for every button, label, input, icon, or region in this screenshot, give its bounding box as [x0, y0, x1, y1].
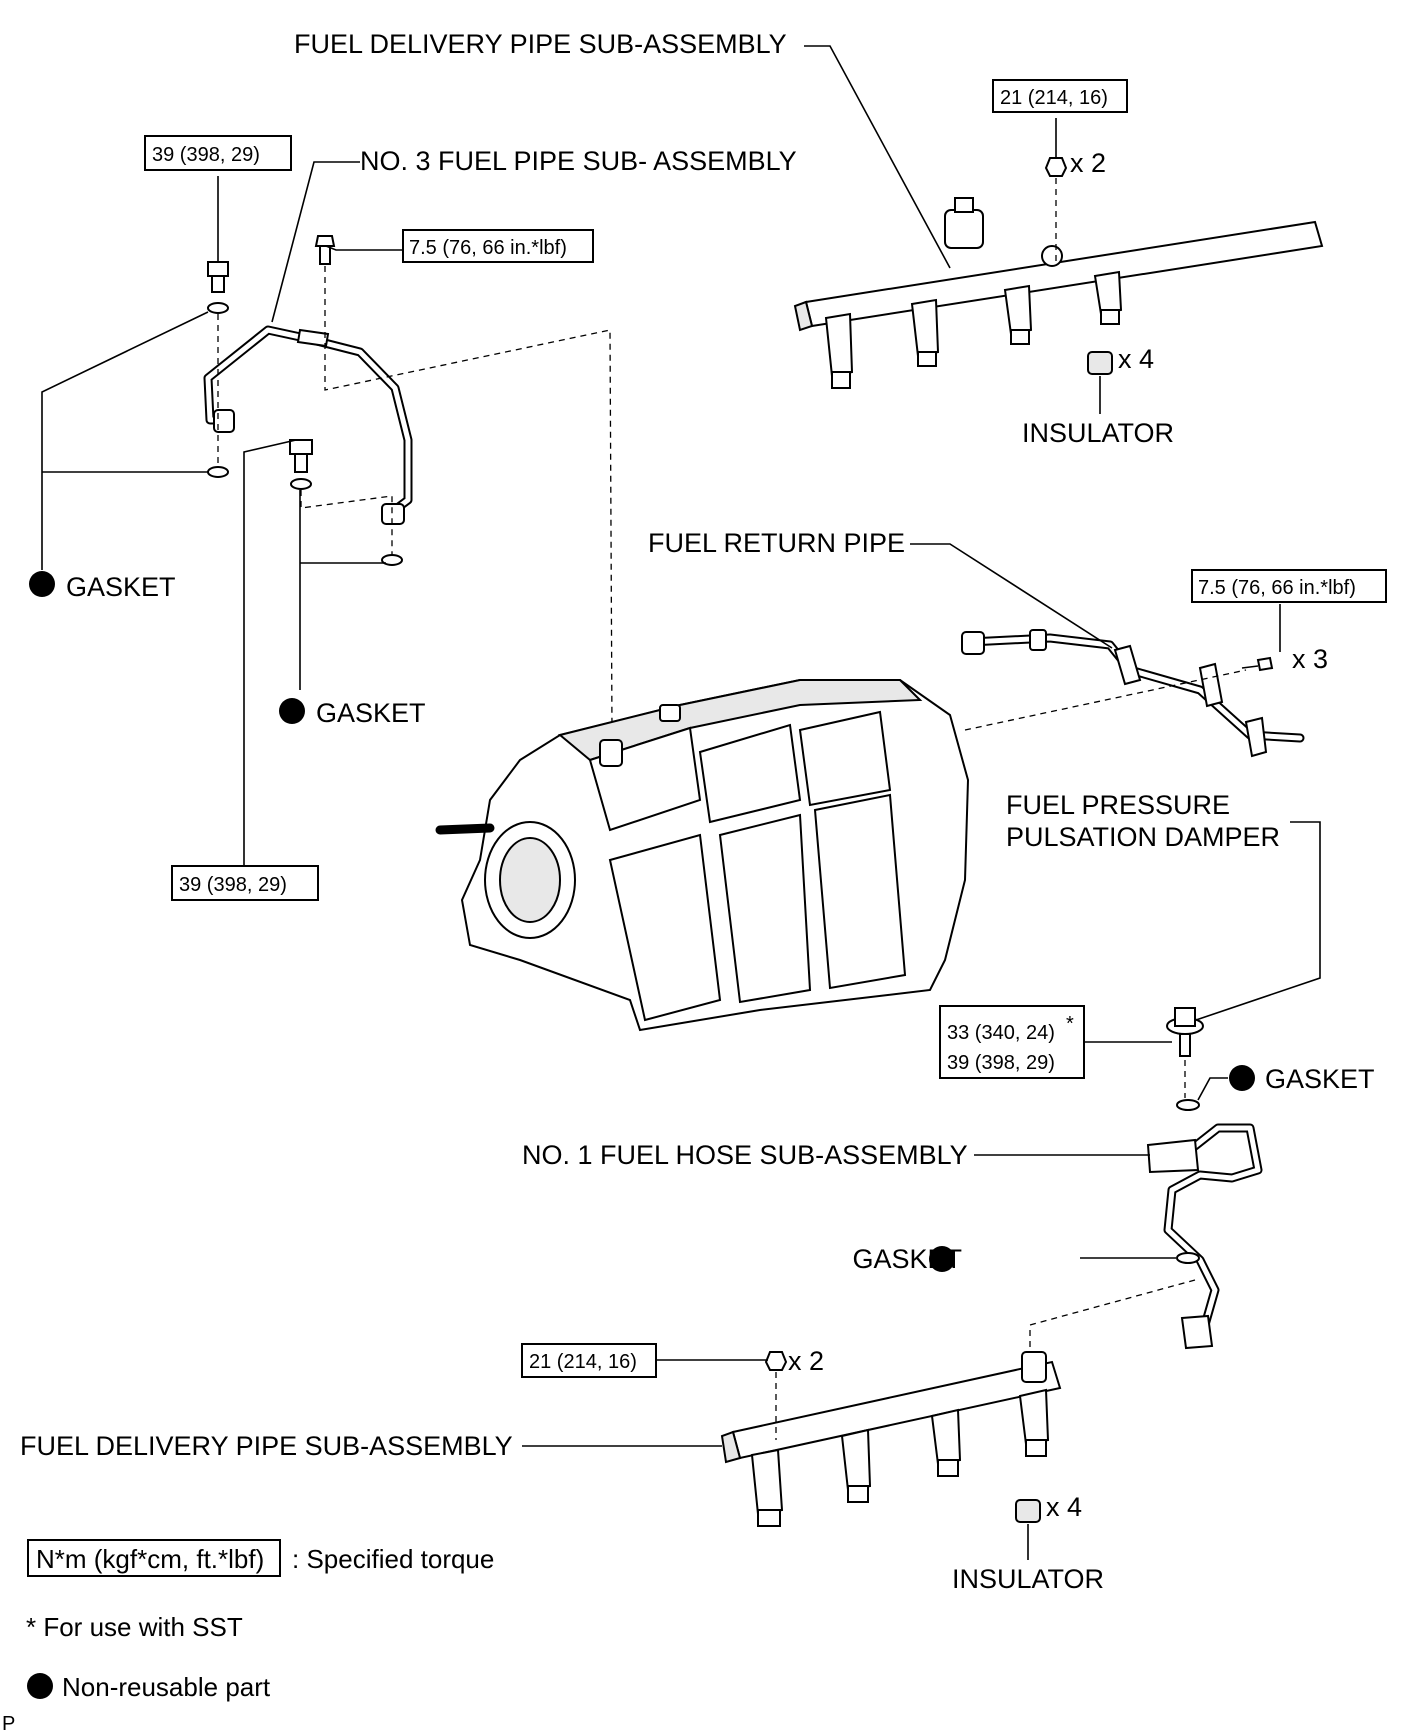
- label-insulator-bottom-qty: x 4: [1046, 1492, 1082, 1522]
- gasket-left-a: [207, 302, 229, 314]
- label-insulator-top: INSULATOR: [1022, 418, 1174, 448]
- injectors-bottom: [750, 1388, 1050, 1527]
- torque-return-pipe-bolt: 7.5 (76, 66 in.*lbf): [1198, 577, 1356, 599]
- label-gasket-right: GASKET: [1265, 1064, 1375, 1094]
- torque-box-damper: [939, 1005, 1085, 1079]
- label-insulator-top-qty: x 4: [1118, 344, 1154, 374]
- label-pulsation-damper-1: FUEL PRESSURE: [1006, 790, 1230, 820]
- legend-nonreusable: Non-reusable part: [62, 1672, 271, 1702]
- label-gasket-mid: GASKET: [316, 698, 426, 728]
- injectors-top: [824, 270, 1123, 389]
- label-no1-fuel-hose: NO. 1 FUEL HOSE SUB-ASSEMBLY: [522, 1140, 968, 1170]
- nonreusable-dot-gasket-lower: [929, 1246, 955, 1272]
- label-fuel-delivery-pipe-top: FUEL DELIVERY PIPE SUB-ASSEMBLY: [294, 29, 787, 59]
- torque-no3-pipe-bolt: 7.5 (76, 66 in.*lbf): [409, 237, 567, 259]
- nonreusable-dot-gasket-right: [1229, 1065, 1255, 1091]
- corner-mark: P: [2, 1713, 15, 1734]
- bolt-no3-pipe: [314, 235, 336, 265]
- legend-torque-box: [27, 1539, 281, 1577]
- nonreusable-dot-gasket-left: [29, 571, 55, 597]
- insulator-bottom-part: [1015, 1499, 1041, 1523]
- label-nut-bottom-qty: x 2: [788, 1346, 824, 1376]
- no1-fuel-hose-drawing: [1146, 1123, 1263, 1350]
- no3-fuel-pipe-drawing: [203, 325, 413, 525]
- bolt-left-top: [207, 261, 229, 293]
- fuel-return-pipe-drawing: [961, 629, 1305, 758]
- torque-box-left-bolt-bottom: [171, 865, 319, 901]
- torque-damper-normal: 39 (398, 29): [947, 1052, 1055, 1074]
- bolt-return-pipe: [1241, 656, 1274, 672]
- intake-manifold-drawing: [435, 679, 970, 1032]
- label-fuel-return-pipe: FUEL RETURN PIPE: [648, 528, 905, 558]
- fuel-delivery-pipe-bottom-drawing: [720, 1351, 1062, 1527]
- bottom-nut: [764, 1351, 788, 1371]
- label-insulator-bottom: INSULATOR: [952, 1564, 1104, 1594]
- leader-lines: [41, 45, 1321, 1447]
- torque-box-no3-pipe-bolt: [402, 229, 594, 263]
- legend-nonreusable-dot: [27, 1673, 53, 1699]
- torque-left-bolt-bottom: 39 (398, 29): [179, 874, 287, 896]
- insulator-top-part: [1087, 351, 1113, 375]
- bolt-left-bottom: [289, 439, 313, 473]
- legend-torque-unit: N*m (kgf*cm, ft.*lbf): [36, 1544, 264, 1574]
- gasket-mid-a: [290, 478, 312, 490]
- label-gasket-left: GASKET: [66, 572, 176, 602]
- gasket-lower-part: [1176, 1252, 1200, 1264]
- label-no3-fuel-pipe: NO. 3 FUEL PIPE SUB- ASSEMBLY: [360, 146, 797, 176]
- legend: N*m (kgf*cm, ft.*lbf) : Specified torque…: [26, 1539, 494, 1702]
- label-nut-top-qty: x 2: [1070, 148, 1106, 178]
- torque-box-return-pipe-bolt: [1191, 569, 1387, 603]
- torque-left-bolt-top: 39 (398, 29): [152, 144, 260, 166]
- legend-sst-note: * For use with SST: [26, 1612, 243, 1642]
- label-return-bolt-qty: x 3: [1292, 644, 1328, 674]
- gasket-right-part: [1176, 1099, 1200, 1111]
- torque-bottom-nut: 21 (214, 16): [529, 1351, 637, 1373]
- gasket-mid-b: [381, 554, 403, 566]
- pulsation-damper-bolt: [1166, 1007, 1204, 1057]
- torque-damper-sst-mark: *: [1066, 1013, 1074, 1035]
- legend-torque-desc: : Specified torque: [292, 1544, 494, 1574]
- torque-box-top-nut: [992, 79, 1128, 113]
- torque-top-nut: 21 (214, 16): [1000, 87, 1108, 109]
- fuel-delivery-pipe-top-drawing: [793, 197, 1324, 389]
- top-nut: [1044, 157, 1068, 177]
- torque-box-bottom-nut: [521, 1343, 657, 1378]
- torque-box-left-bolt-top: [144, 135, 292, 171]
- gasket-left-b: [207, 466, 229, 478]
- label-pulsation-damper-2: PULSATION DAMPER: [1006, 822, 1280, 852]
- label-fuel-delivery-pipe-bottom: FUEL DELIVERY PIPE SUB-ASSEMBLY: [20, 1431, 513, 1461]
- torque-damper-sst: 33 (340, 24): [947, 1022, 1055, 1044]
- nonreusable-dot-gasket-mid: [279, 698, 305, 724]
